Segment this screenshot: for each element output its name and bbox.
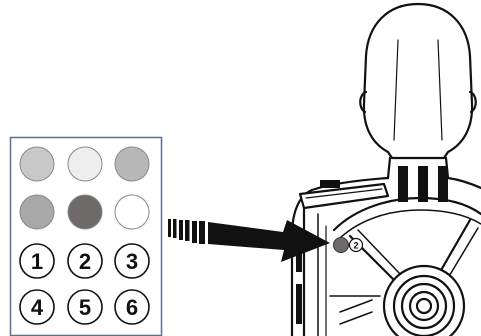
number-badge-3: 3 <box>114 243 150 279</box>
impact-label: 2 <box>353 241 358 251</box>
swatch-4 <box>19 194 55 230</box>
swatch-5 <box>67 194 103 230</box>
swatch-2 <box>67 146 103 182</box>
number-3: 3 <box>126 249 138 274</box>
dummy-rib-arc <box>332 196 481 232</box>
swatch-6 <box>114 194 150 230</box>
number-2: 2 <box>79 249 91 274</box>
number-4: 4 <box>31 295 44 320</box>
legend-panel: 1 2 3 4 5 6 <box>9 136 163 336</box>
number-badge-1: 1 <box>19 243 55 279</box>
number-badge-4: 4 <box>19 289 55 325</box>
number-1: 1 <box>31 249 43 274</box>
number-6: 6 <box>126 295 138 320</box>
dummy-head <box>362 2 474 160</box>
number-5: 5 <box>79 295 91 320</box>
dummy-torso <box>290 176 481 336</box>
impact-marker: 2 <box>333 237 364 253</box>
swatch-1 <box>19 146 55 182</box>
pointer-arrow <box>168 219 330 262</box>
arrow-shaft-and-head <box>208 220 330 262</box>
number-badge-5: 5 <box>67 289 103 325</box>
number-badge-2: 2 <box>67 243 103 279</box>
impact-dot <box>333 237 349 253</box>
swatch-3 <box>114 146 150 182</box>
impact-label-badge <box>348 237 364 253</box>
dummy-figure <box>290 2 481 336</box>
number-badge-6: 6 <box>114 289 150 325</box>
